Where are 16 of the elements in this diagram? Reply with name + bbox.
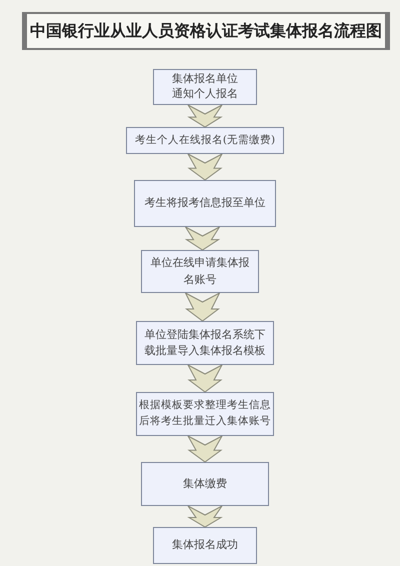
title-banner: 中国银行业从业人员资格认证考试集体报名流程图 [22,12,390,50]
block-arrow [186,364,224,393]
block-arrow [186,434,224,463]
process-box: 单位登陆集体报名系统下载批量导入集体报名模板 [136,321,274,365]
process-box: 集体报名单位通知个人报名 [153,69,257,105]
block-arrow [186,152,224,181]
process-box: 考生个人在线报名(无需缴费) [126,127,284,154]
process-box: 集体缴费 [141,462,269,506]
process-box: 单位在线申请集体报名账号 [141,250,259,293]
process-box: 集体报名成功 [153,527,257,564]
block-arrow [184,226,221,251]
block-arrow [184,292,221,322]
block-arrow [187,506,223,528]
block-arrow [187,104,223,128]
process-box: 根据模板要求整理考生信息后将考生批量迁入集体账号 [136,392,274,436]
process-box: 考生将报考信息报至单位 [134,180,276,227]
